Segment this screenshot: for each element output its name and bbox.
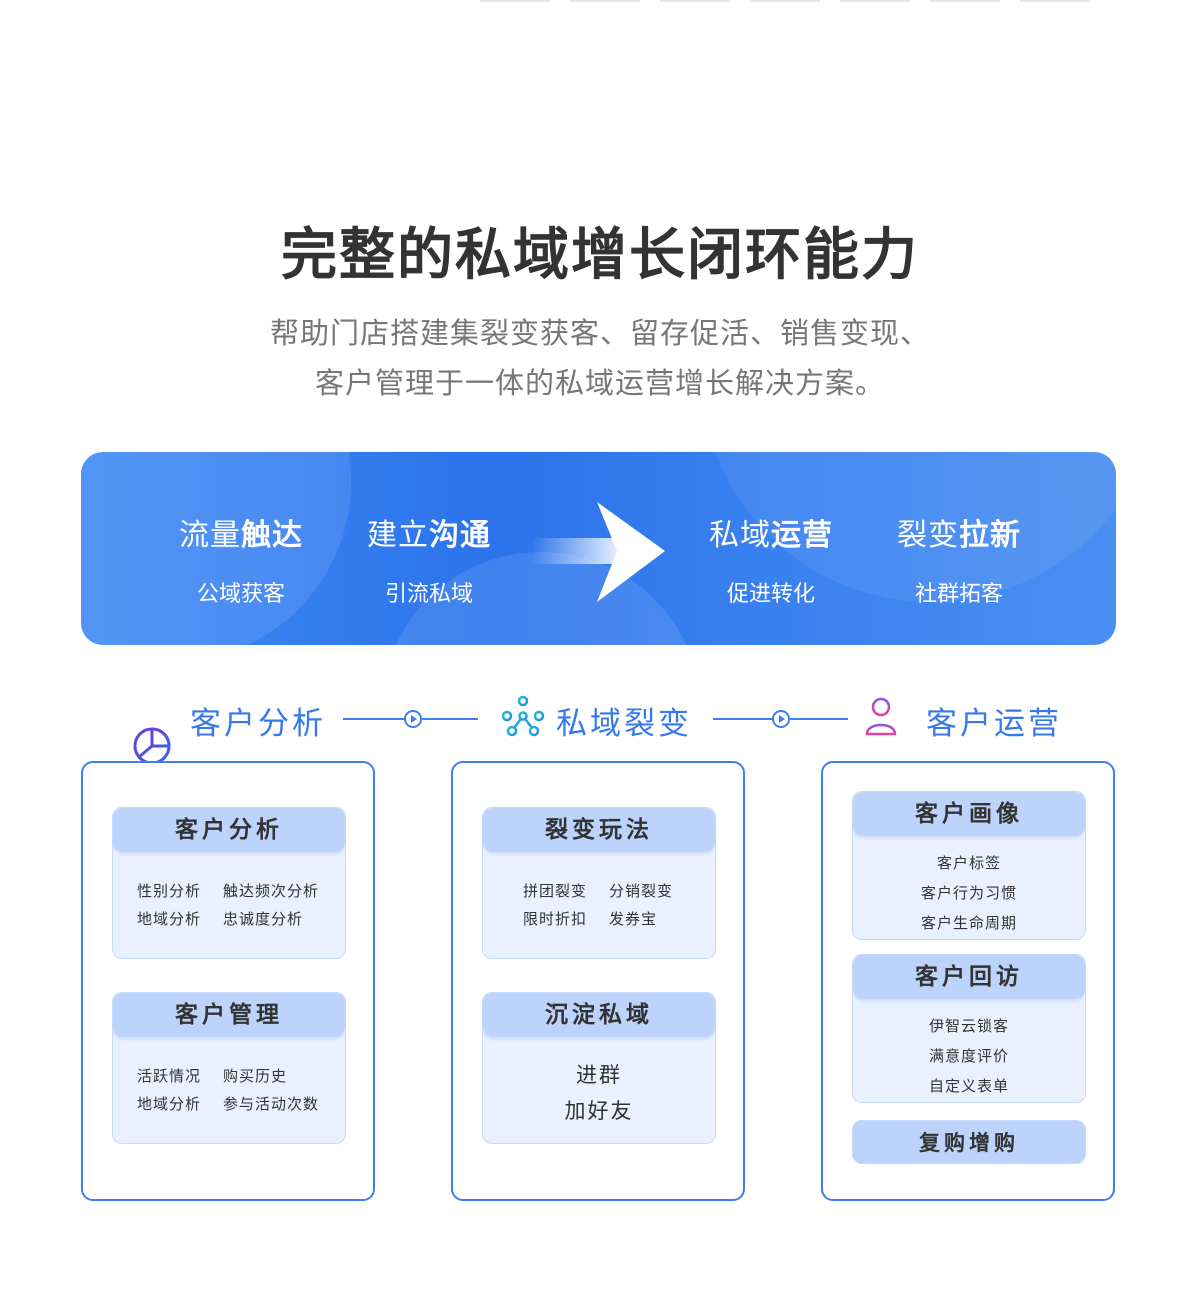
feature-item: 触达频次分析 [223,882,320,900]
feature-item: 活跃情况 [137,1067,202,1085]
card-customer-portrait: 客户画像 客户标签 客户行为习惯 客户生命周期 [852,791,1086,940]
feature-item: 分销裂变 [609,882,674,900]
feature-item: 客户标签 [936,854,1001,872]
feature-item: 忠诚度分析 [223,910,304,928]
feature-item: 购买历史 [223,1067,288,1085]
card-fission-play: 裂变玩法 拼团裂变 分销裂变 限时折扣 发券宝 [482,807,716,959]
feature-item: 客户行为习惯 [920,884,1017,902]
column-customer-analysis: 客户分析 性别分析 触达频次分析 地域分析 忠诚度分析 客户管理 活跃情况 购买历史 … [81,761,375,1201]
feature-item: 加好友 [564,1099,634,1123]
feature-item: 伊智云锁客 [928,1017,1009,1035]
subtitle-line-2: 客户管理于一体的私域运营增长解决方案。 [314,366,885,400]
page-subtitle: 帮助门店搭建集裂变获客、留存促活、销售变现、 客户管理于一体的私域运营增长解决方… [0,308,1200,408]
card-title: 客户管理 [113,993,345,1037]
stage-customer-operation: 客户运营 [926,706,1062,742]
column-customer-operation: 客户画像 客户标签 客户行为习惯 客户生命周期 客户回访 伊智云锁客 满意度评价… [821,761,1115,1201]
card-settle-private: 沉淀私域 进群 加好友 [482,992,716,1144]
network-icon [500,694,546,740]
play-circle-icon [772,710,790,728]
feature-item: 拼团裂变 [523,882,588,900]
card-title: 裂变玩法 [483,808,715,852]
user-list-icon [864,694,916,740]
banner-step-reach: 流量触达 公域获客 [179,518,303,607]
feature-item: 性别分析 [137,882,202,900]
feature-item: 限时折扣 [523,910,588,928]
banner-step-connect: 建立沟通 引流私域 [367,518,491,607]
stage-private-fission: 私域裂变 [556,706,692,742]
banner-step-fission: 裂变拉新 社群拓客 [897,518,1021,607]
growth-banner: 流量触达 公域获客 建立沟通 引流私域 私域运营 促进转化 裂变拉新 社群拓客 [81,452,1116,645]
card-customer-analysis: 客户分析 性别分析 触达频次分析 地域分析 忠诚度分析 [112,807,346,959]
card-title: 客户画像 [853,792,1085,836]
feature-item: 客户生命周期 [920,914,1017,932]
card-title: 客户分析 [113,808,345,852]
banner-step-operate: 私域运营 促进转化 [709,518,833,607]
feature-item: 发券宝 [609,910,658,928]
feature-item: 自定义表单 [928,1077,1009,1095]
flow-arrow-icon [531,498,671,608]
top-divider [480,0,1110,2]
card-customer-revisit: 客户回访 伊智云锁客 满意度评价 自定义表单 [852,954,1086,1103]
column-private-fission: 裂变玩法 拼团裂变 分销裂变 限时折扣 发券宝 沉淀私域 进群 加好友 [451,761,745,1201]
card-customer-management: 客户管理 活跃情况 购买历史 地域分析 参与活动次数 [112,992,346,1144]
stage-customer-analysis: 客户分析 [190,706,326,742]
card-title: 复购增购 [853,1121,1085,1163]
subtitle-line-1: 帮助门店搭建集裂变获客、留存促活、销售变现、 [269,316,930,350]
play-circle-icon [404,710,422,728]
feature-item: 地域分析 [137,1095,202,1113]
card-repurchase: 复购增购 [852,1120,1086,1164]
feature-item: 参与活动次数 [223,1095,320,1113]
page-title: 完整的私域增长闭环能力 [281,223,919,288]
feature-item: 满意度评价 [928,1047,1009,1065]
feature-item: 地域分析 [137,910,202,928]
feature-item: 进群 [576,1063,622,1087]
card-title: 沉淀私域 [483,993,715,1037]
card-title: 客户回访 [853,955,1085,999]
